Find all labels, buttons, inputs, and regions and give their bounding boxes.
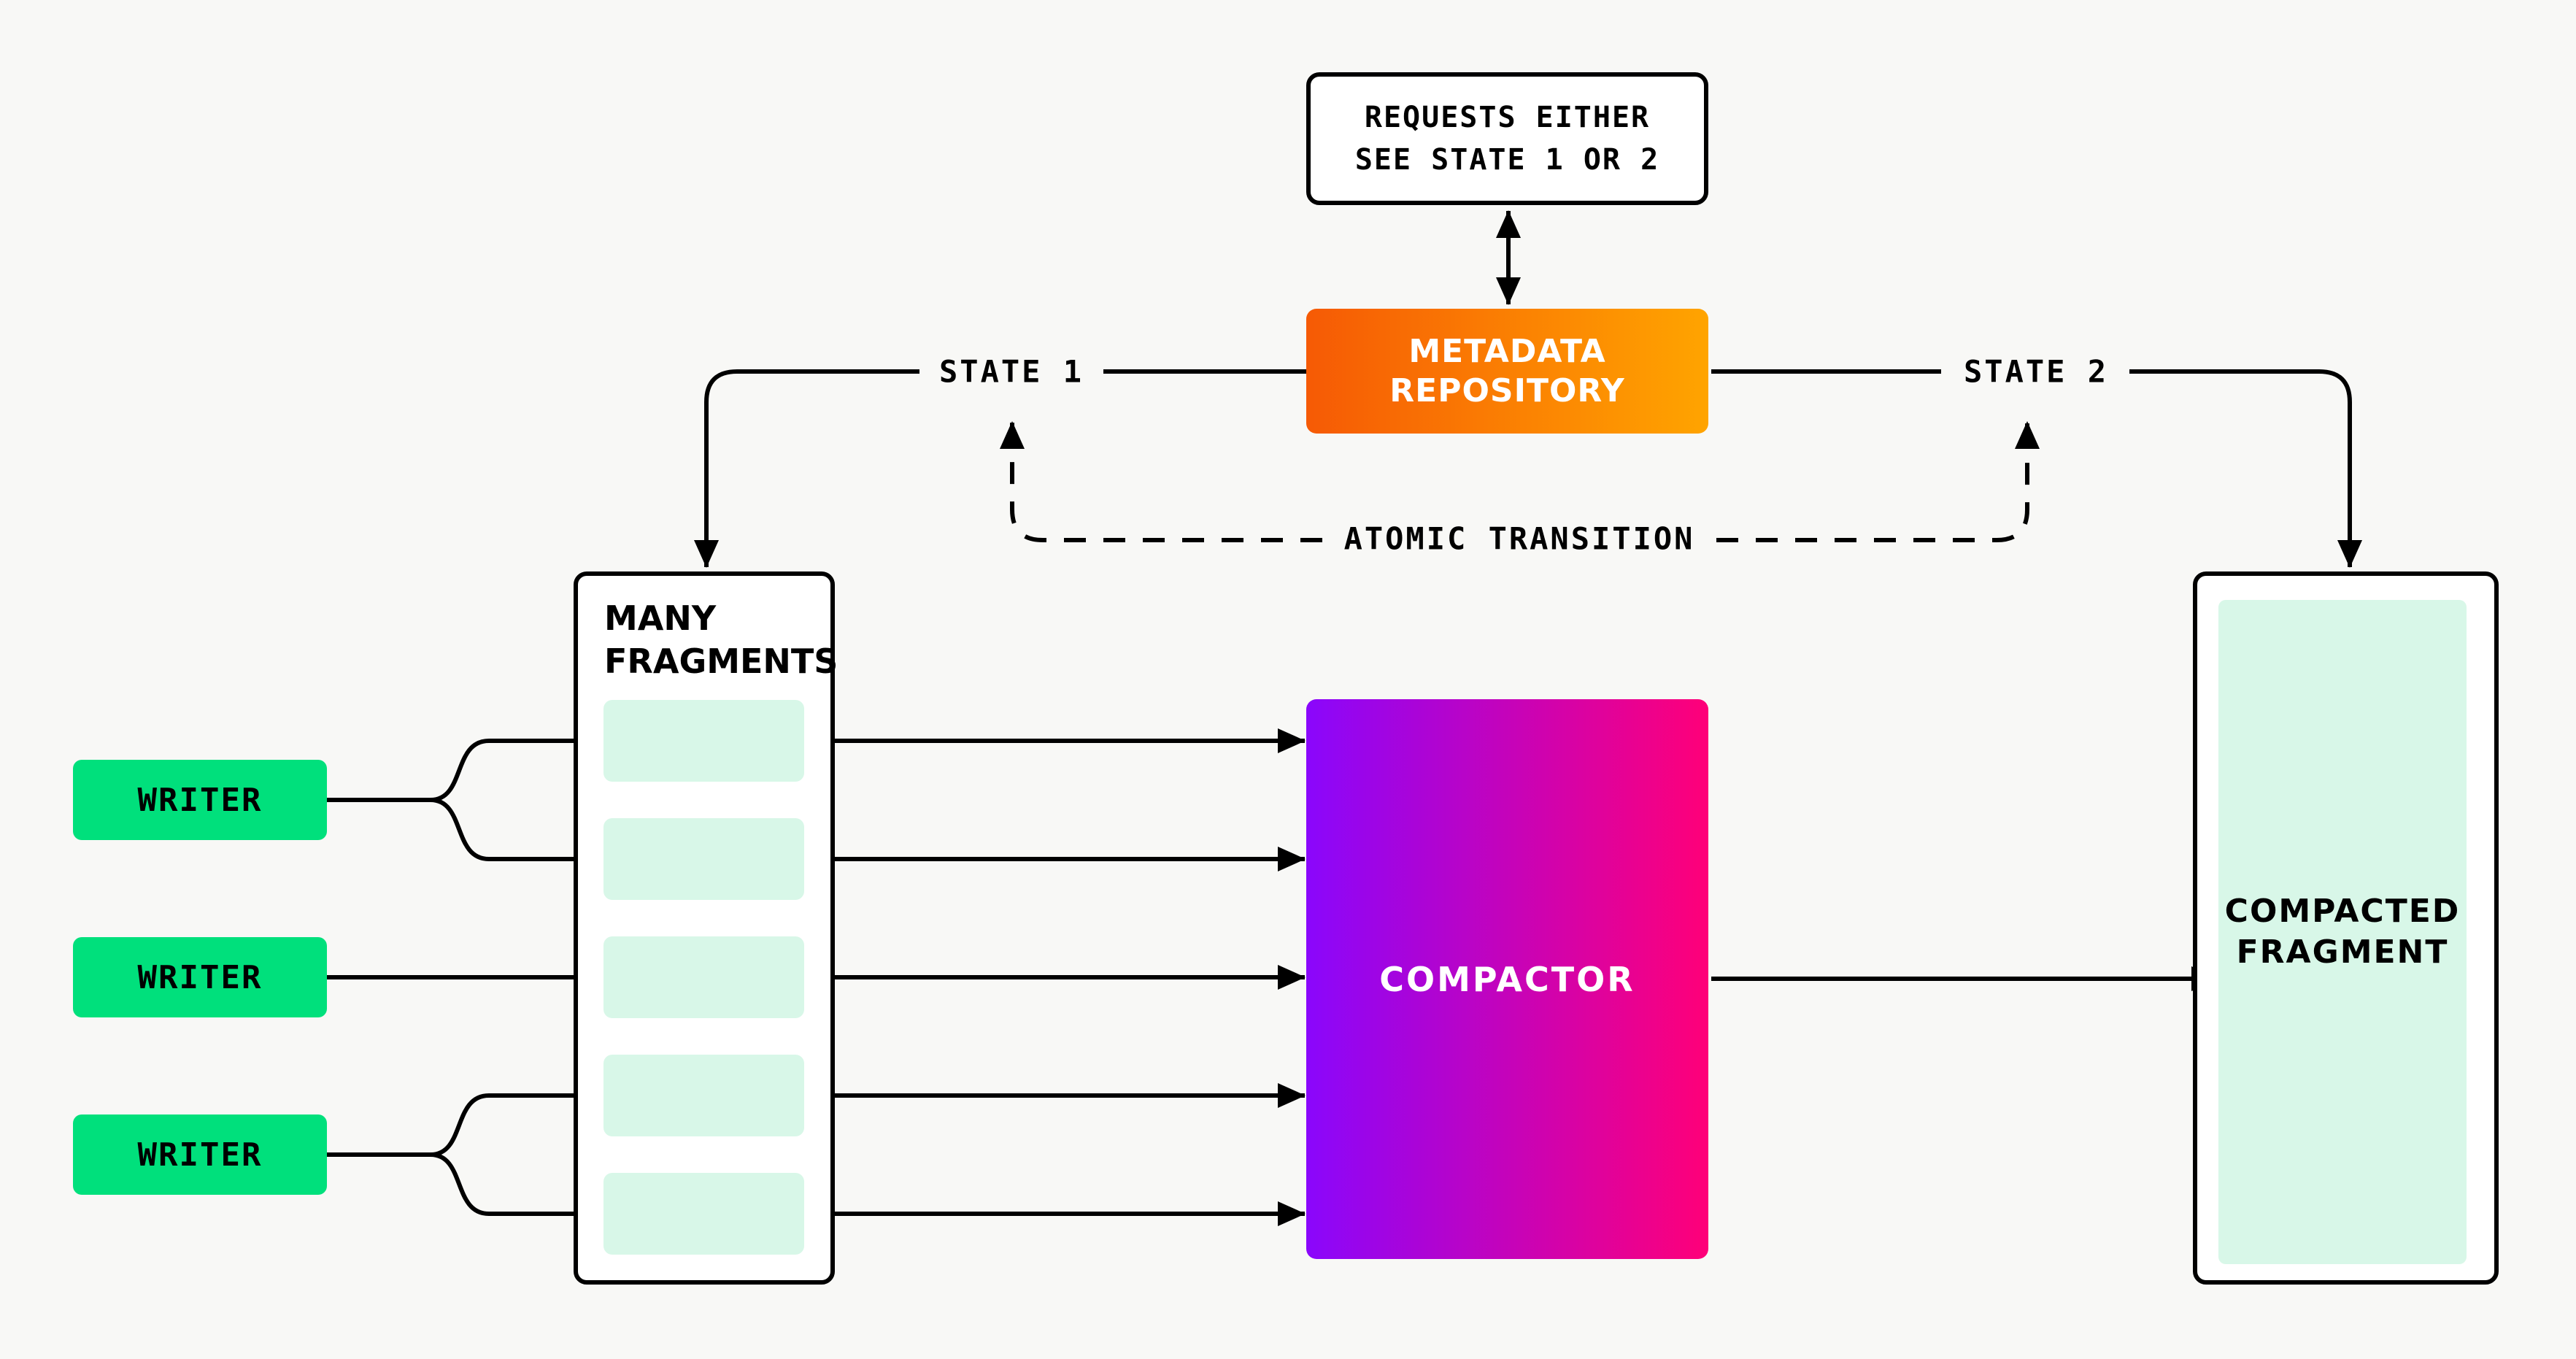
compacted-fragment-fill: COMPACTED FRAGMENT [2218,600,2467,1264]
arrow-state1-many-fragments [694,369,919,568]
arrow-state2-compacted-fragment [2129,369,2362,568]
fragment-row-1 [603,700,804,782]
arrow-writer3-fragment5 [430,1152,604,1226]
arrow-writer1-fragment2 [430,798,604,871]
compactor-label: COMPACTOR [1379,959,1635,999]
state-1-label: STATE 1 [938,353,1084,390]
requests-box-label: REQUESTS EITHER SEE STATE 1 OR 2 [1354,101,1660,177]
writer-box-3: WRITER [73,1114,327,1195]
writer-box-2: WRITER [73,937,327,1017]
writer-2-label: WRITER [137,958,263,996]
writer-1-label: WRITER [137,781,263,819]
requests-box: REQUESTS EITHER SEE STATE 1 OR 2 [1306,72,1708,205]
fragment-row-2 [603,818,804,900]
compactor-box: COMPACTOR [1306,699,1708,1259]
fragment-row-3 [603,936,804,1018]
dashed-arrow-atomic-to-state1 [1000,421,1322,542]
metadata-repository-label: METADATA REPOSITORY [1389,332,1625,409]
atomic-transition-label: ATOMIC TRANSITION [1343,520,1695,557]
writer-box-1: WRITER [73,760,327,840]
many-fragments-title: MANY FRAGMENTS [604,598,838,681]
fragment-row-5 [603,1173,804,1255]
fragment-row-4 [603,1055,804,1136]
arrow-writer1-fragment1 [430,728,604,802]
metadata-repository-box: METADATA REPOSITORY [1306,309,1708,434]
state-2-label: STATE 2 [1963,353,2109,390]
arrow-writer3-fragment4 [430,1083,604,1157]
many-fragments-box [574,571,835,1285]
dashed-arrow-atomic-to-state2 [1716,421,2040,542]
writer-3-label: WRITER [137,1136,263,1174]
compacted-fragment-label: COMPACTED FRAGMENT [2224,893,2461,971]
